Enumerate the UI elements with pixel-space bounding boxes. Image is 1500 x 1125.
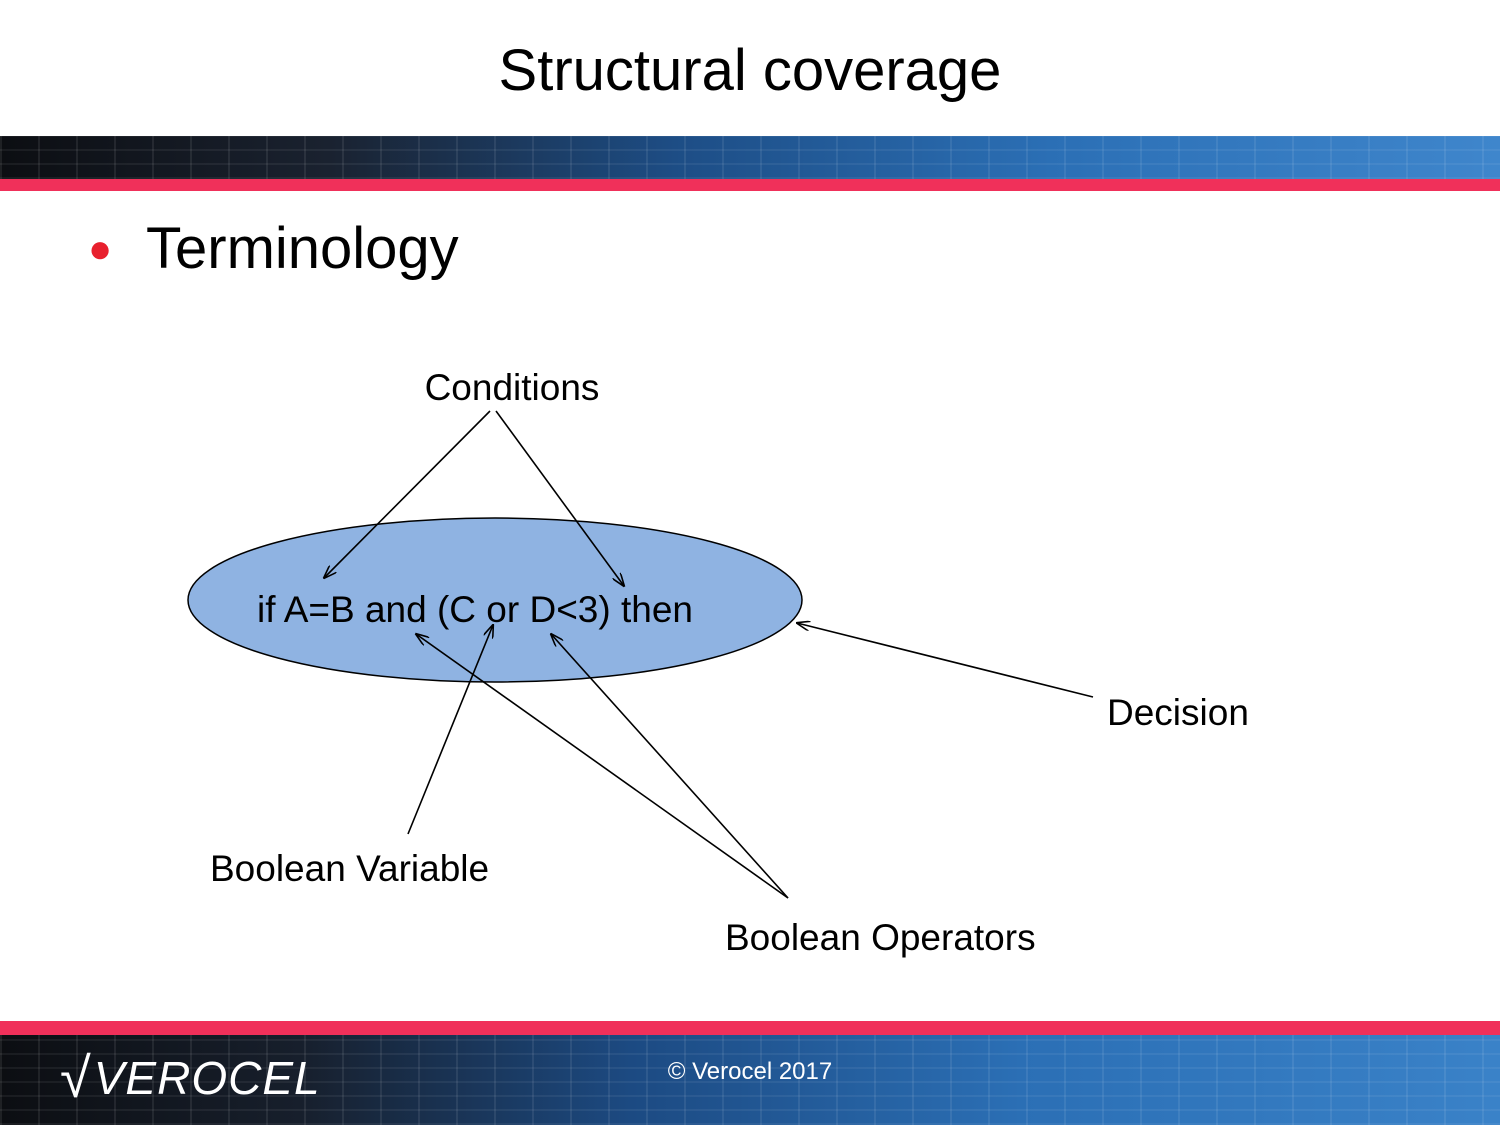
footer-band (0, 1035, 1500, 1125)
decision-expression: if A=B and (C or D<3) then (257, 589, 693, 630)
verocel-logo: √VEROCEL (60, 1040, 321, 1115)
bullet-text: Terminology (146, 216, 459, 281)
header-band (0, 136, 1500, 179)
arrow-condition-d-lt-3 (495, 410, 624, 586)
logo-root-icon: √ (60, 1046, 92, 1109)
slide-title: Structural coverage (498, 38, 1002, 103)
decision-ellipse (187, 517, 803, 683)
label-conditions: Conditions (425, 367, 600, 408)
bullet-dot: ● (88, 227, 113, 271)
arrow-operator-or (551, 634, 789, 899)
bullet-item: ● Terminology (88, 214, 459, 284)
arrow-boolean-variable (407, 625, 493, 835)
arrow-condition-a-b (324, 410, 491, 578)
header-stripe (0, 179, 1500, 191)
logo-text: VEROCEL (93, 1051, 321, 1104)
label-decision: Decision (1107, 692, 1249, 733)
arrow-decision (797, 623, 1094, 698)
label-boolean-operators: Boolean Operators (725, 917, 1036, 958)
label-boolean-variable: Boolean Variable (210, 848, 489, 889)
footer-stripe (0, 1021, 1500, 1035)
copyright-text: © Verocel 2017 (667, 1058, 833, 1085)
arrow-operator-and (416, 634, 789, 899)
